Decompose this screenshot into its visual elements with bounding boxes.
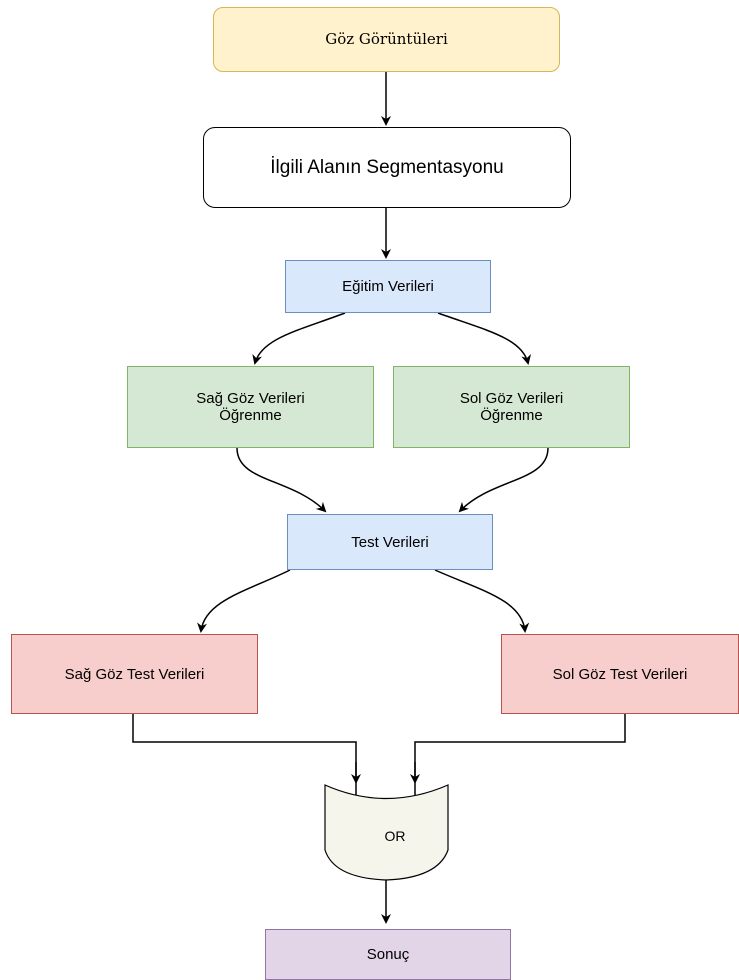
node-left-eye-test: Sol Göz Test Verileri [501, 634, 739, 714]
edge-test-to-left-test [434, 569, 530, 633]
edge-right-test-to-or [132, 714, 361, 784]
node-segmentation-label: İlgili Alanın Segmentasyonu [270, 157, 504, 178]
node-eye-images-label: Göz Görüntüleri [325, 30, 448, 48]
node-left-eye-learning-label: Sol Göz Verileri Öğrenme [459, 390, 564, 424]
edge-test-to-right-test [197, 569, 291, 633]
node-training-data-label: Eğitim Verileri [342, 278, 434, 295]
node-left-eye-test-label: Sol Göz Test Verileri [552, 665, 688, 683]
node-training-data: Eğitim Verileri [285, 260, 491, 313]
node-segmentation: İlgili Alanın Segmentasyonu [203, 127, 571, 208]
or-gate-label: OR [384, 828, 406, 844]
edge-left-learning-to-test [458, 447, 549, 513]
or-gate-shape [324, 784, 449, 881]
node-result: Sonuç [265, 929, 511, 980]
node-right-eye-test: Sağ Göz Test Verileri [11, 634, 258, 714]
node-right-eye-learning-label: Sağ Göz Verileri Öğrenme [196, 390, 305, 424]
edge-training-to-left-learning [437, 312, 531, 365]
node-left-eye-learning: Sol Göz Verileri Öğrenme [393, 366, 630, 448]
node-result-label: Sonuç [366, 946, 410, 963]
edge-right-learning-to-test [236, 447, 327, 513]
edge-training-to-right-learning [252, 312, 346, 365]
node-right-eye-learning: Sağ Göz Verileri Öğrenme [127, 366, 374, 448]
node-test-data-label: Test Verileri [351, 533, 429, 551]
node-test-data: Test Verileri [287, 514, 493, 570]
node-right-eye-test-label: Sağ Göz Test Verileri [64, 665, 205, 683]
edge-left-test-to-or [410, 714, 626, 784]
node-eye-images: Göz Görüntüleri [213, 7, 560, 72]
